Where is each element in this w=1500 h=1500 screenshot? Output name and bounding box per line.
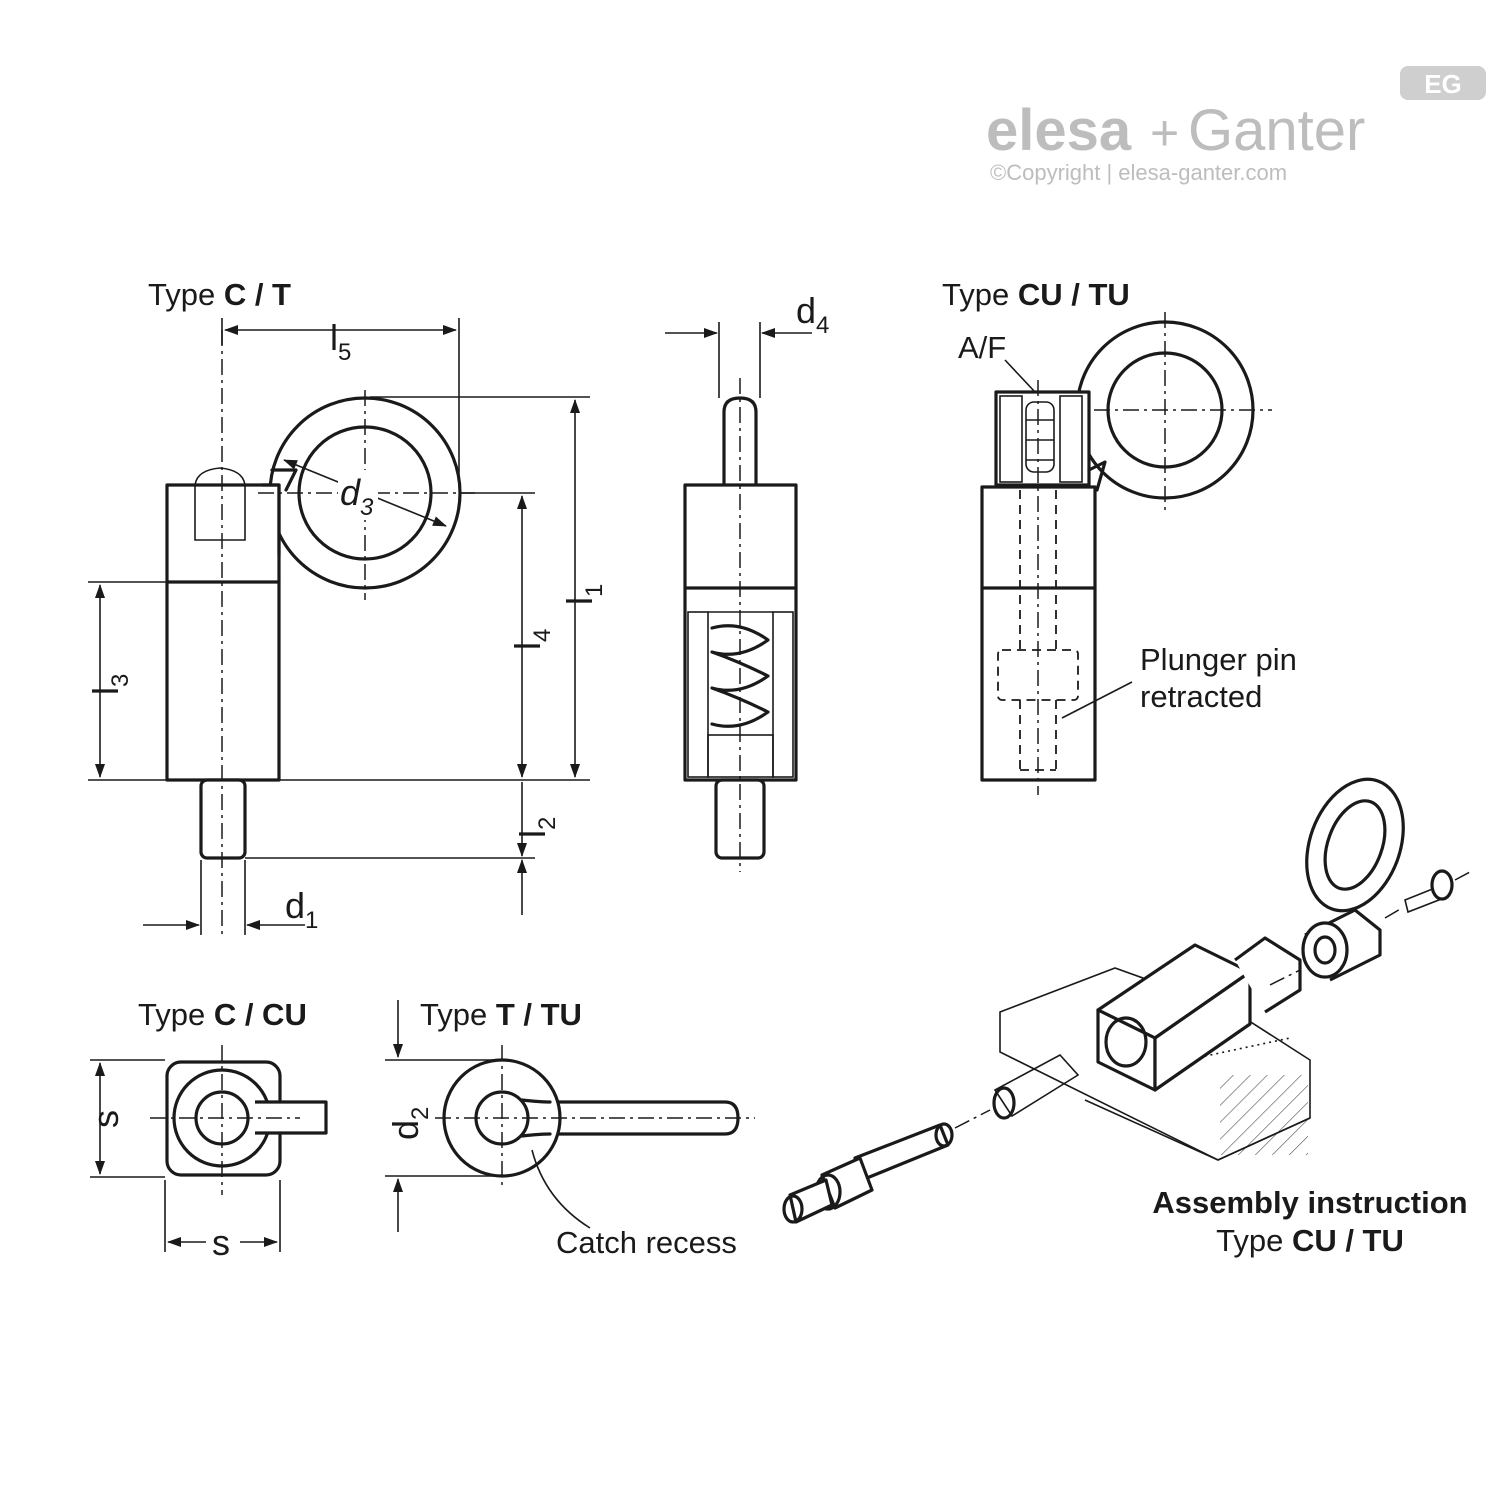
- brand-name-ganter: Ganter: [1188, 98, 1365, 163]
- plunger-pin: [199, 778, 247, 860]
- view-title-t-tu: Type T / TU: [420, 997, 582, 1032]
- dim-d4: d4: [796, 290, 829, 339]
- dim-d1: d1: [285, 885, 318, 934]
- view-assembly: Assembly instruction Type CU / TU: [782, 777, 1471, 1258]
- note-plunger-line2: retracted: [1140, 679, 1262, 714]
- dim-d2: d2: [385, 1107, 434, 1140]
- dim-s-bottom: s: [212, 1222, 230, 1263]
- view-title-c-cu: Type C / CU: [138, 997, 307, 1032]
- brand-copyright: ©Copyright | elesa-ganter.com: [990, 160, 1287, 185]
- view-section: d4: [665, 290, 829, 872]
- label-af: A/F: [958, 330, 1006, 365]
- dim-l4: l4: [507, 629, 556, 650]
- view-type-t-tu: Type T / TU d2 Catch recess: [385, 997, 755, 1260]
- note-assembly-line2: Type CU / TU: [1216, 1223, 1404, 1258]
- eg-badge-text: EG: [1424, 69, 1462, 99]
- assembly-spring: [992, 1053, 1080, 1120]
- note-plunger-line1: Plunger pin: [1140, 642, 1297, 677]
- view-type-c-cu: Type C / CU s s: [85, 997, 328, 1263]
- assembly-ring: [1301, 777, 1405, 982]
- view-type-cu-tu: Type CU / TU A/F Plunger pin retracted: [942, 277, 1297, 795]
- brand-plus: +: [1150, 105, 1179, 161]
- view-type-c-t: Type C / T l5 d3 l1 l4: [85, 277, 608, 935]
- assembly-pin: [782, 1122, 954, 1224]
- note-assembly-line1: Assembly instruction: [1152, 1185, 1467, 1220]
- brand-logo: EG elesa + Ganter ©Copyright | elesa-gan…: [986, 66, 1486, 185]
- assembly-screw: [1404, 869, 1454, 914]
- brand-name-elesa: elesa: [986, 98, 1132, 163]
- dim-l3: l3: [85, 674, 134, 695]
- dim-l1: l1: [559, 584, 608, 605]
- dim-s-side: s: [85, 1110, 126, 1128]
- view-title-cu-tu: Type CU / TU: [942, 277, 1130, 312]
- body: [165, 483, 281, 782]
- view-title-c-t: Type C / T: [148, 277, 291, 312]
- note-catch-recess: Catch recess: [556, 1225, 737, 1260]
- spring: [710, 624, 770, 728]
- dim-d3: d3: [340, 472, 374, 521]
- dim-l2: l2: [512, 817, 561, 838]
- eg-badge-shape: [1400, 66, 1486, 100]
- dim-l5: l5: [330, 317, 351, 366]
